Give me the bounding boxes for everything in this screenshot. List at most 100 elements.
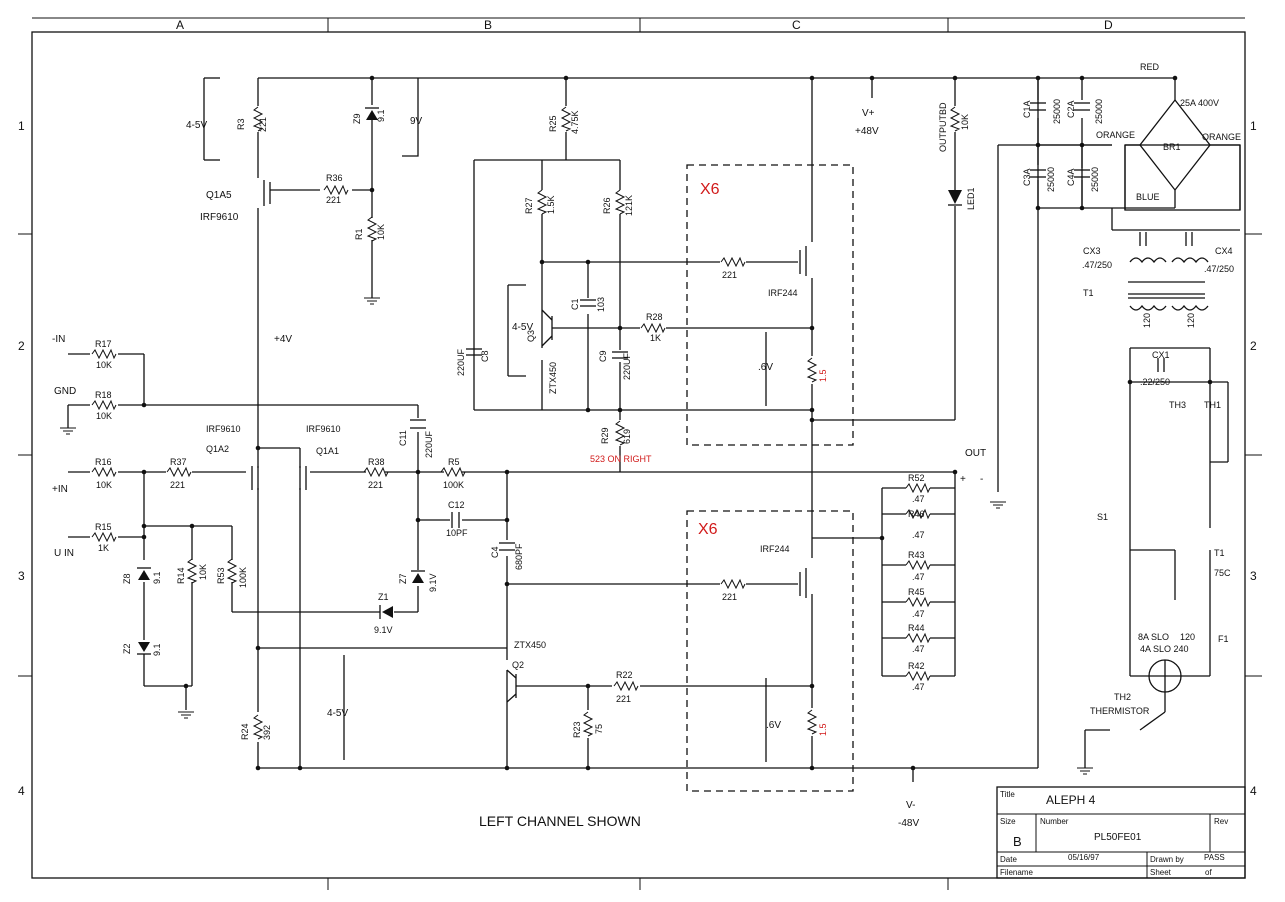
v-minus-value: -48V xyxy=(898,818,919,829)
q1a1-ref: Q1A1 xyxy=(316,446,339,456)
row-label-4: 4 xyxy=(18,784,25,798)
power-bodies xyxy=(1124,144,1241,693)
z1-ref: Z1 xyxy=(378,592,389,602)
thermistor-label: THERMISTOR xyxy=(1090,706,1150,716)
s1-label: S1 xyxy=(1097,512,1108,522)
r23-ref: R23 xyxy=(572,721,582,738)
r24-value: 392 xyxy=(262,725,272,740)
date-value: 05/16/97 xyxy=(1068,853,1100,862)
cx1-ref: CX1 xyxy=(1152,350,1170,360)
input-plus-label: +IN xyxy=(52,484,68,495)
size-value: B xyxy=(1013,834,1022,849)
wiring xyxy=(67,77,1241,782)
br1-label: BR1 xyxy=(1163,142,1181,152)
row-label-1: 1 xyxy=(18,119,25,133)
c1-ref: C1 xyxy=(570,298,580,310)
annotation-4-5v-bot: 4-5V xyxy=(327,708,348,719)
z1-value: 9.1V xyxy=(374,625,393,635)
q1a2-ref: Q1A2 xyxy=(206,444,229,454)
row-label-2-right: 2 xyxy=(1250,339,1257,353)
x6-label-top: X6 xyxy=(700,181,720,198)
column-label-c: C xyxy=(792,18,801,32)
c3a-ref: C3A xyxy=(1022,168,1032,186)
r24-ref: R24 xyxy=(240,723,250,740)
annotation-4-5v-top: 4-5V xyxy=(186,120,207,131)
junction-dots xyxy=(141,75,1213,771)
annotation-06v-top: .6V xyxy=(758,362,773,373)
q3-part: ZTX450 xyxy=(548,362,558,394)
r43-value: .47 xyxy=(912,572,925,582)
r3-value: 221 xyxy=(258,117,268,132)
r15-ref: R15 xyxy=(95,522,112,532)
row-label-1-right: 1 xyxy=(1250,119,1257,133)
r22-ref: R22 xyxy=(616,670,633,680)
x6-box-top xyxy=(686,164,854,446)
r53-ref: R53 xyxy=(216,567,226,584)
ground-symbols xyxy=(59,297,1094,775)
r15-value: 1K xyxy=(98,543,109,553)
drawing-number: PL50FE01 xyxy=(1094,832,1142,843)
r18-ref: R18 xyxy=(95,390,112,400)
mosfet-top-source-r: 1.5 xyxy=(818,369,828,382)
z2-value: 9.1 xyxy=(152,643,162,656)
caption: LEFT CHANNEL SHOWN xyxy=(479,813,641,829)
annotation-9v: 9V xyxy=(410,116,423,127)
c4-value: 680PF xyxy=(514,543,524,570)
r37-value: 221 xyxy=(170,480,185,490)
number-label: Number xyxy=(1040,817,1069,826)
q3-ref: Q3 xyxy=(526,330,536,342)
c4a-ref: C4A xyxy=(1066,168,1076,186)
r28-ref: R28 xyxy=(646,312,663,322)
of-label: of xyxy=(1205,868,1212,877)
r45-ref: R45 xyxy=(908,587,925,597)
cx1-value: .22/250 xyxy=(1140,377,1170,387)
cx4-ref: CX4 xyxy=(1215,246,1233,256)
r38-ref: R38 xyxy=(368,457,385,467)
r25-ref: R25 xyxy=(548,115,558,132)
f1-label: F1 xyxy=(1218,634,1229,644)
fuse-4a-label: 4A SLO 240 xyxy=(1140,644,1189,654)
r52-value: .47 xyxy=(912,494,925,504)
x6-label-bottom: X6 xyxy=(698,521,718,538)
r25-value: 4.75K xyxy=(570,110,580,134)
input-minus-label: -IN xyxy=(52,334,65,345)
transformer-coils xyxy=(1129,257,1209,311)
gnd-label: GND xyxy=(54,386,76,397)
r46-value: .47 xyxy=(912,530,925,540)
t1-label: T1 xyxy=(1083,288,1094,298)
annotation-4-5v-mid: 4-5V xyxy=(512,322,533,333)
c1a-value: 25000 xyxy=(1052,99,1062,124)
thermal-switch-label: T1 xyxy=(1214,548,1225,558)
c12-ref: C12 xyxy=(448,500,465,510)
rev-label: Rev xyxy=(1214,817,1228,826)
drawn-by-value: PASS xyxy=(1204,853,1225,862)
r42-ref: R42 xyxy=(908,661,925,671)
v-minus-label: V- xyxy=(906,800,915,811)
t1-winding-1: 120 xyxy=(1142,313,1152,328)
q1a2-part: IRF9610 xyxy=(206,424,241,434)
r3-ref: R3 xyxy=(236,118,246,130)
out-minus: - xyxy=(980,474,983,485)
capacitors xyxy=(410,102,1193,551)
r23-value: 75 xyxy=(594,724,604,734)
x6-box-bottom xyxy=(686,510,854,792)
v-plus-value: +48V xyxy=(855,126,879,137)
diodes xyxy=(137,107,962,655)
date-label: Date xyxy=(1000,855,1017,864)
z8-value: 9.1 xyxy=(152,571,162,584)
fuse-8a-label: 8A SLO xyxy=(1138,632,1169,642)
z2-ref: Z2 xyxy=(122,643,132,654)
q2-part: ZTX450 xyxy=(514,640,546,650)
row-label-3: 3 xyxy=(18,569,25,583)
r16-value: 10K xyxy=(96,480,112,490)
drawing-title: ALEPH 4 xyxy=(1046,793,1096,807)
sheet-label: Sheet xyxy=(1150,868,1172,877)
r53-value: 100K xyxy=(238,567,248,588)
c11-value: 220UF xyxy=(424,430,434,458)
v-plus-label: V+ xyxy=(862,108,875,119)
row-label-3-right: 3 xyxy=(1250,569,1257,583)
cx4-value: .47/250 xyxy=(1204,264,1234,274)
column-label-a: A xyxy=(176,18,184,32)
z9-ref: Z9 xyxy=(352,113,362,124)
r36-value: 221 xyxy=(326,195,341,205)
